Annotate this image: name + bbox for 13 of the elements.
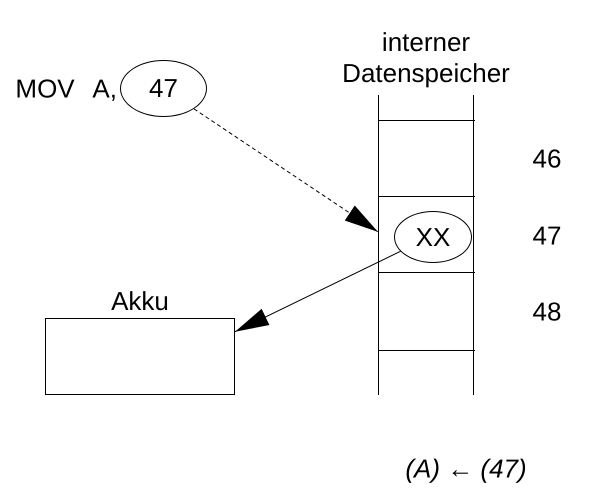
- address-label: 47: [532, 220, 562, 252]
- formula-text: (A) ← (47): [405, 454, 527, 484]
- ellipse-node: [394, 211, 472, 263]
- node-heading: Akku: [110, 286, 170, 317]
- address-label: 48: [532, 296, 562, 328]
- memory-cell: [379, 272, 475, 351]
- node-text: 47: [149, 73, 178, 104]
- address-label: 46: [532, 144, 562, 174]
- arrow: [234, 250, 401, 332]
- node-heading: interner Datenspeicher: [341, 26, 511, 89]
- arrow: [193, 108, 378, 232]
- node-text: XX: [416, 222, 450, 252]
- instruction-text: MOV A,: [15, 73, 117, 104]
